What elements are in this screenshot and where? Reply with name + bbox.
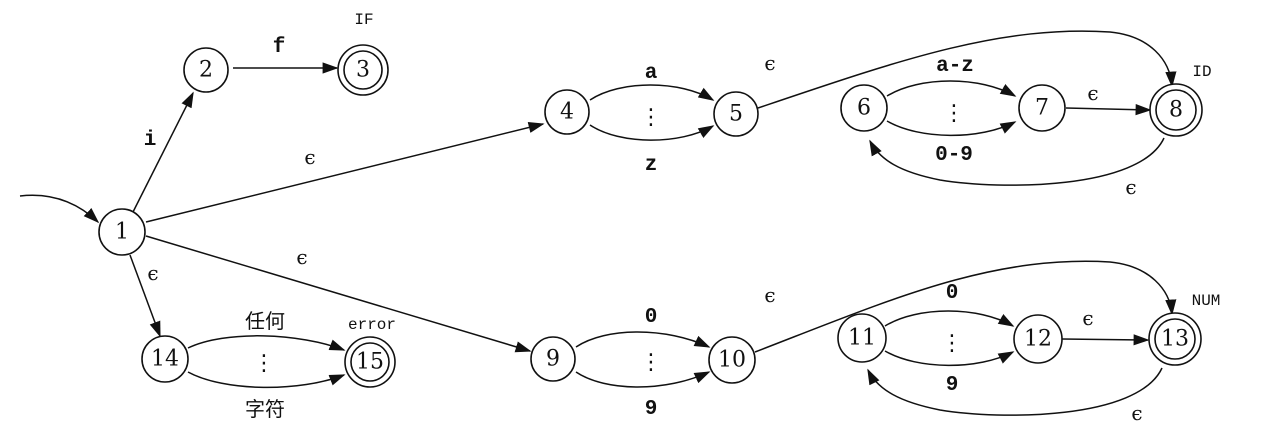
- svg-text:13: 13: [1161, 327, 1189, 352]
- edge-dots-11-12: ⋮: [941, 331, 963, 356]
- state-10: 10: [708, 336, 756, 384]
- edge-11-12-bot: [884, 350, 1015, 367]
- state-7: 7: [1018, 84, 1066, 132]
- token-label-id: ID: [1192, 63, 1211, 81]
- svg-text:5: 5: [729, 102, 743, 127]
- edge-label-8-6: ϵ: [1125, 175, 1136, 199]
- edge-label-1-4: ϵ: [304, 145, 315, 169]
- svg-text:12: 12: [1024, 327, 1052, 352]
- edge-label-6-7-bot: 0-9: [935, 144, 973, 167]
- edge-label-9-10-bot: 9: [645, 398, 658, 421]
- edge-6-7-bot: [886, 120, 1017, 137]
- svg-text:7: 7: [1035, 96, 1049, 121]
- edge-label-6-7-top: a-z: [936, 55, 974, 78]
- edge-4-5-top: [589, 84, 715, 101]
- edge-1-2: [132, 91, 194, 213]
- edge-dots-6-7: ⋮: [943, 101, 965, 126]
- state-1: 1: [98, 208, 146, 256]
- edge-1-9: [145, 235, 532, 353]
- edge-label-12-13: ϵ: [1082, 306, 1093, 330]
- edge-label-10-13: ϵ: [764, 283, 775, 307]
- edge-label-14-15-bot: 字符: [245, 397, 285, 421]
- edge-14-15-bot: [187, 371, 346, 389]
- edge-label-7-8: ϵ: [1087, 81, 1098, 105]
- edge-13-11: [867, 367, 1163, 416]
- edge-label-14-15-top: 任何: [245, 309, 285, 333]
- state-12: 12: [1013, 314, 1063, 364]
- edge-1-4: [145, 122, 545, 223]
- start-edge: [19, 194, 100, 224]
- state-2: 2: [183, 47, 229, 93]
- state-15-accepting: 15: [344, 336, 396, 388]
- edge-label-5-8: ϵ: [764, 51, 775, 75]
- edge-1-14: [129, 254, 161, 338]
- state-8-accepting: 8: [1149, 83, 1203, 137]
- edge-dots-14-15: ⋮: [253, 351, 275, 376]
- svg-text:14: 14: [151, 347, 179, 372]
- edge-label-4-5-top: a: [645, 62, 658, 85]
- svg-text:4: 4: [560, 100, 574, 125]
- svg-text:9: 9: [546, 347, 560, 372]
- edge-4-5-bot: [589, 124, 715, 141]
- state-14: 14: [141, 335, 189, 383]
- edge-label-9-10-top: 0: [645, 306, 658, 329]
- state-13-accepting: 13: [1148, 312, 1202, 366]
- edge-label-11-12-bot: 9: [946, 374, 959, 397]
- svg-text:2: 2: [199, 58, 213, 83]
- edge-9-10-top: [575, 331, 711, 348]
- edge-dots-4-5: ⋮: [640, 105, 662, 130]
- edge-label-1-9: ϵ: [296, 245, 307, 269]
- svg-text:1: 1: [115, 220, 129, 245]
- edge-14-15-top: [187, 335, 346, 351]
- edge-9-10-bot: [575, 371, 711, 388]
- svg-text:6: 6: [857, 96, 871, 121]
- edge-5-8: [757, 30, 1177, 109]
- token-label-if: IF: [354, 11, 373, 29]
- state-3-accepting: 3: [337, 44, 389, 96]
- state-9: 9: [530, 336, 576, 382]
- svg-text:11: 11: [848, 326, 876, 351]
- state-11: 11: [837, 313, 887, 363]
- edge-label-2-3: f: [273, 36, 286, 59]
- edge-8-6: [869, 137, 1165, 186]
- edge-label-1-14: ϵ: [147, 261, 158, 285]
- edge-label-11-12-top: 0: [946, 282, 959, 305]
- edge-label-13-11: ϵ: [1131, 401, 1142, 425]
- edge-10-13: [754, 260, 1177, 353]
- svg-text:8: 8: [1169, 98, 1183, 123]
- edge-12-13: [1061, 334, 1150, 346]
- state-4: 4: [544, 89, 590, 135]
- token-label-num: NUM: [1192, 292, 1221, 310]
- svg-text:10: 10: [718, 348, 746, 373]
- token-label-error: error: [348, 316, 396, 334]
- edge-dots-9-10: ⋮: [640, 350, 662, 375]
- state-6: 6: [840, 84, 888, 132]
- state-5: 5: [713, 91, 759, 137]
- edge-label-1-2: i: [144, 129, 157, 152]
- edge-label-4-5-bot: z: [645, 154, 658, 177]
- edge-6-7-top: [886, 80, 1017, 97]
- svg-text:15: 15: [356, 350, 384, 375]
- svg-text:3: 3: [356, 58, 370, 83]
- edge-11-12-top: [884, 310, 1015, 327]
- edge-7-8: [1065, 104, 1152, 116]
